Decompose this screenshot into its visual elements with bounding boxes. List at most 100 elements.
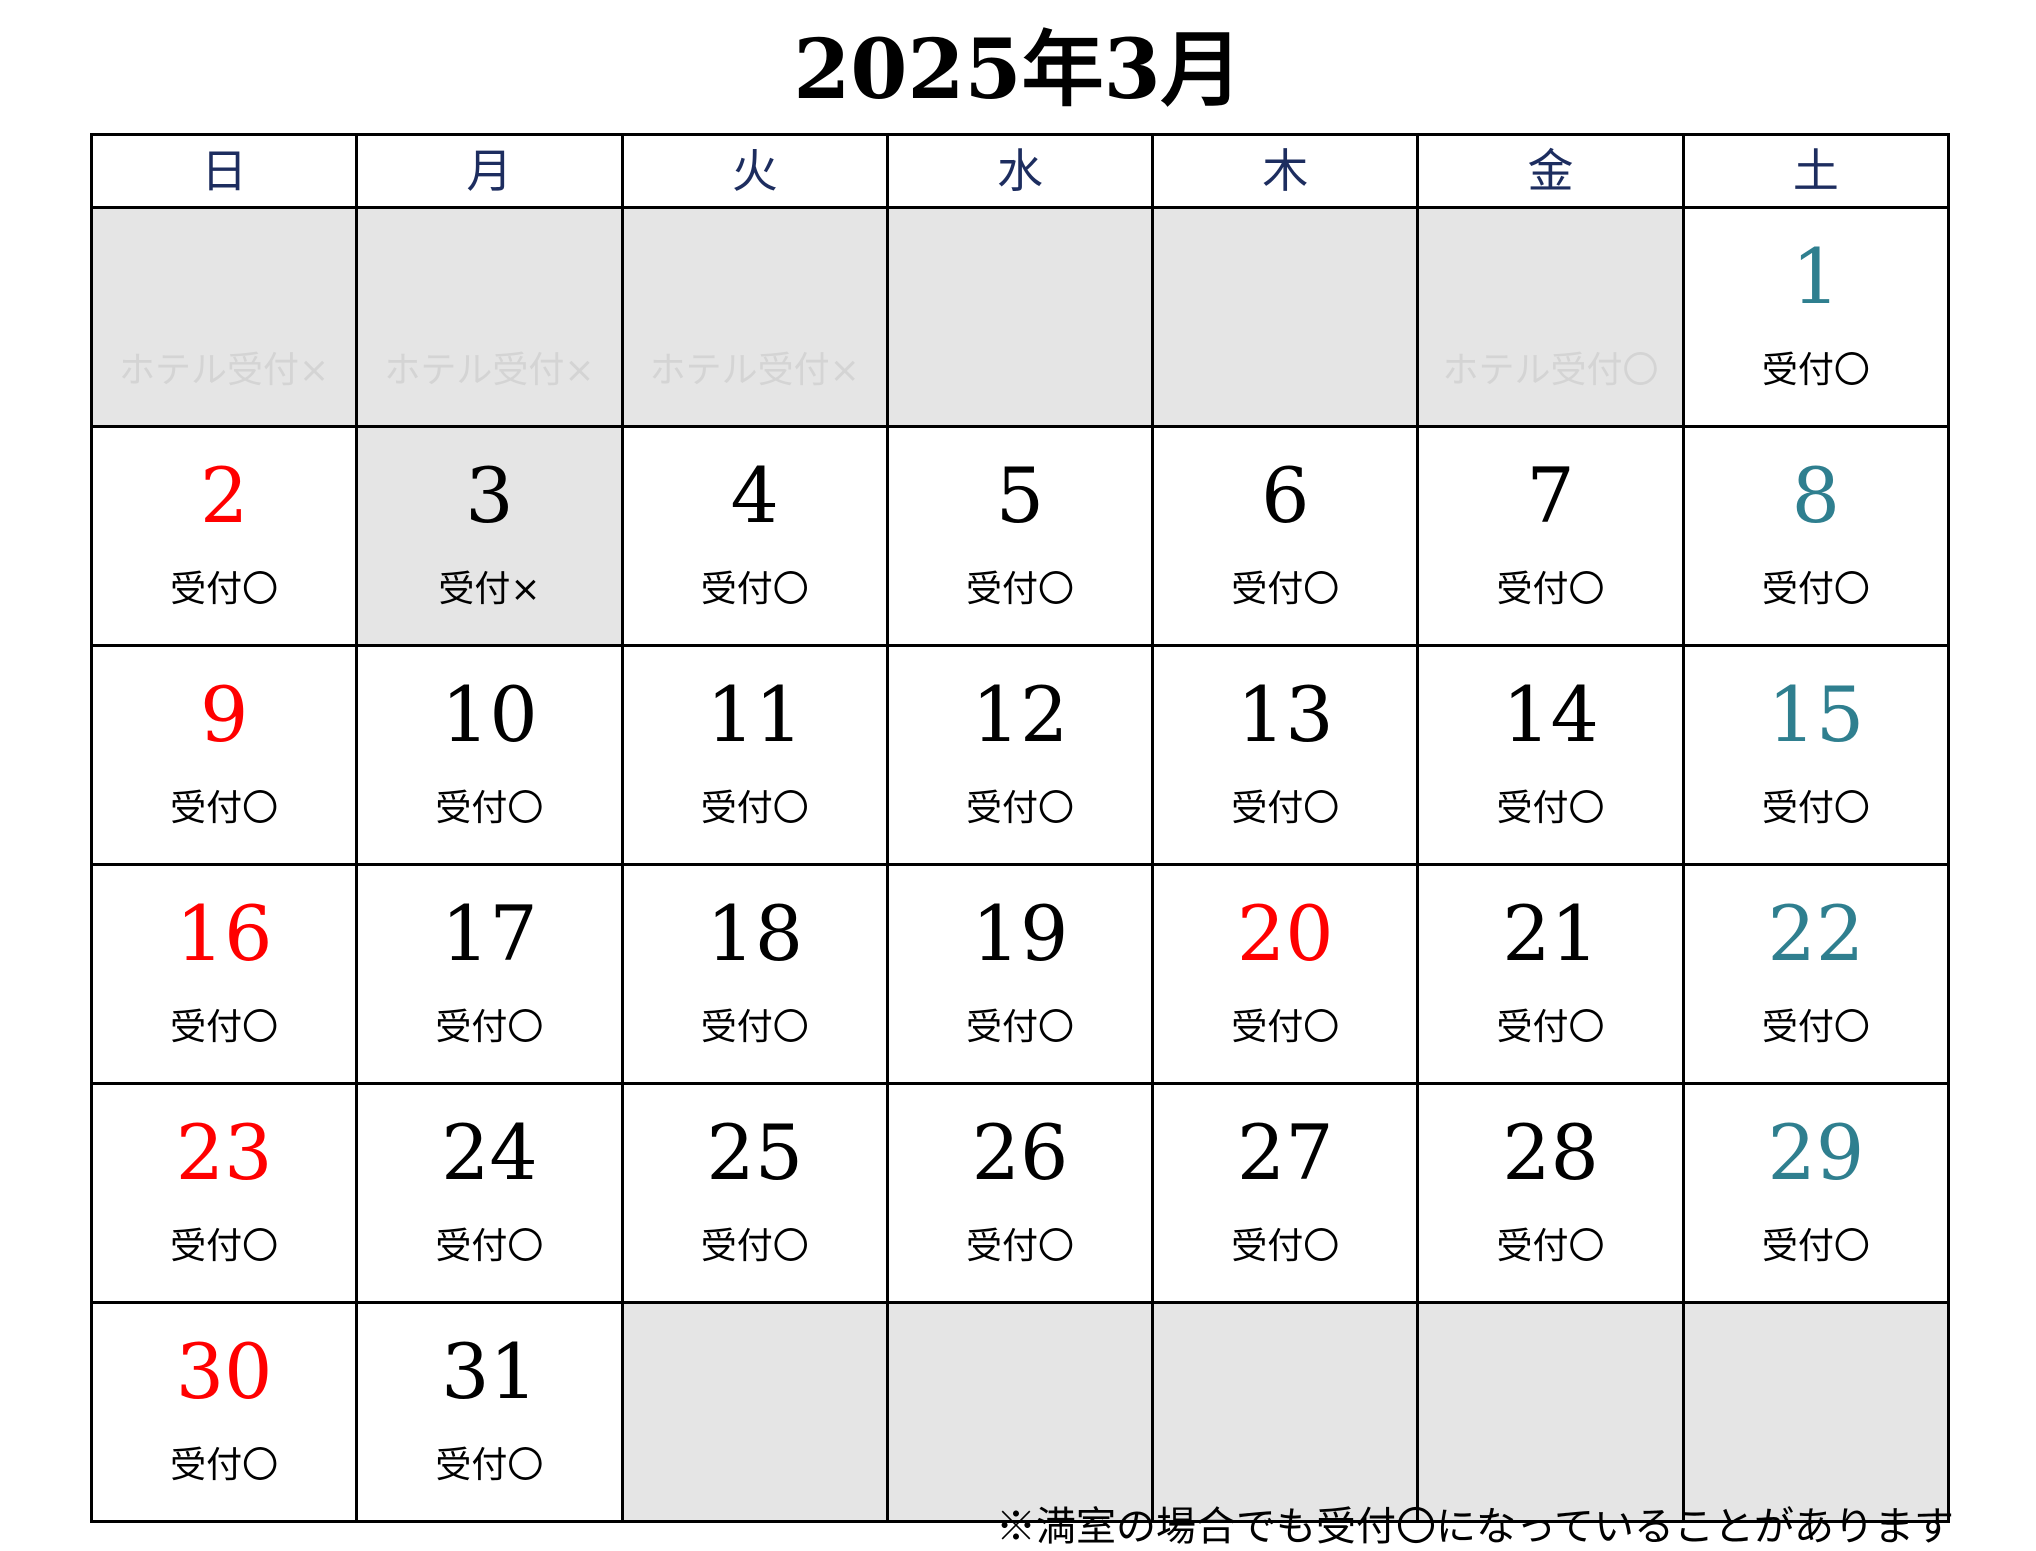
empty-cell: ホテル受付× (89, 206, 359, 428)
reception-status: 受付〇 (1496, 1007, 1605, 1048)
day-number: 17 (441, 889, 538, 978)
empty-cell (1151, 1301, 1420, 1523)
day-number: 7 (1526, 451, 1575, 540)
day-cell-24: 24 受付〇 (355, 1082, 624, 1304)
weekday-wed: 水 (885, 133, 1155, 209)
day-number: 21 (1502, 889, 1599, 978)
day-number: 1 (1791, 232, 1841, 321)
day-cell-14: 14 受付〇 (1416, 644, 1685, 866)
day-number: 29 (1767, 1108, 1865, 1197)
day-cell-27: 27 受付〇 (1151, 1082, 1420, 1304)
day-cell-21: 21 受付〇 (1416, 863, 1685, 1085)
reception-status: 受付〇 (965, 788, 1074, 829)
day-cell-19: 19 受付〇 (885, 863, 1155, 1085)
day-cell-7: 7 受付〇 (1416, 425, 1685, 647)
reception-status: 受付〇 (1496, 1226, 1605, 1267)
reception-status: 受付〇 (1761, 1007, 1870, 1048)
weekday-sun: 日 (89, 133, 359, 209)
empty-cell: ホテル受付× (355, 206, 624, 428)
reception-status: 受付〇 (435, 1445, 544, 1486)
empty-cell: ホテル受付〇 (1416, 206, 1685, 428)
weekday-header-row: 日 月 火 水 木 金 土 (89, 133, 1951, 209)
calendar-grid: 日 月 火 水 木 金 土 ホテル受付× ホテル受付× ホテル受付× ホテル受付… (89, 133, 1951, 1523)
day-number: 19 (971, 889, 1069, 978)
day-number: 18 (706, 889, 804, 978)
day-cell-1: 1 受付〇 (1681, 206, 1951, 428)
day-cell-12: 12 受付〇 (885, 644, 1155, 866)
day-number: 10 (441, 670, 538, 759)
day-number: 9 (199, 670, 249, 759)
reception-status: 受付〇 (965, 569, 1074, 610)
week-row-3: 9 受付〇 10 受付〇 11 受付〇 12 受付〇 13 受付〇 14 受付〇… (89, 644, 1951, 866)
reception-status: 受付〇 (1231, 1007, 1340, 1048)
weekday-mon: 月 (355, 133, 624, 209)
week-row-2: 2 受付〇 3 受付× 4 受付〇 5 受付〇 6 受付〇 7 受付〇 8 受付… (89, 425, 1951, 647)
weekday-thu: 木 (1151, 133, 1420, 209)
empty-cell (885, 206, 1155, 428)
day-number: 30 (175, 1327, 273, 1416)
reception-status: 受付〇 (435, 1007, 544, 1048)
day-number: 14 (1502, 670, 1599, 759)
day-number: 12 (971, 670, 1069, 759)
empty-cell (1416, 1301, 1685, 1523)
day-cell-16: 16 受付〇 (89, 863, 359, 1085)
reception-status: 受付〇 (1231, 1226, 1340, 1267)
reception-status: 受付〇 (965, 1226, 1074, 1267)
weekday-sat: 土 (1681, 133, 1951, 209)
day-cell-15: 15 受付〇 (1681, 644, 1951, 866)
weekday-tue: 火 (620, 133, 889, 209)
day-cell-26: 26 受付〇 (885, 1082, 1155, 1304)
day-cell-11: 11 受付〇 (620, 644, 889, 866)
day-cell-28: 28 受付〇 (1416, 1082, 1685, 1304)
weekday-fri: 金 (1416, 133, 1685, 209)
reception-status: 受付× (438, 569, 541, 610)
day-cell-23: 23 受付〇 (89, 1082, 359, 1304)
reception-status: 受付〇 (1761, 569, 1870, 610)
week-row-1: ホテル受付× ホテル受付× ホテル受付× ホテル受付〇 1 受付〇 (89, 206, 1951, 428)
reception-status: 受付〇 (170, 1007, 279, 1048)
faded-hotel-label: ホテル受付× (649, 350, 860, 391)
day-cell-8: 8 受付〇 (1681, 425, 1951, 647)
day-cell-13: 13 受付〇 (1151, 644, 1420, 866)
day-cell-6: 6 受付〇 (1151, 425, 1420, 647)
footnote: ※満室の場合でも受付〇になっていることがあります (996, 1504, 1954, 1550)
day-number: 2 (199, 451, 249, 540)
day-cell-4: 4 受付〇 (620, 425, 889, 647)
empty-cell (1681, 1301, 1951, 1523)
empty-cell: ホテル受付× (620, 206, 889, 428)
reception-status: 受付〇 (1761, 788, 1870, 829)
reception-status: 受付〇 (1231, 788, 1340, 829)
day-number: 24 (441, 1108, 538, 1197)
day-cell-5: 5 受付〇 (885, 425, 1155, 647)
reception-status: 受付〇 (1496, 788, 1605, 829)
day-number: 16 (175, 889, 273, 978)
day-number: 11 (706, 670, 804, 759)
week-row-5: 23 受付〇 24 受付〇 25 受付〇 26 受付〇 27 受付〇 28 受付… (89, 1082, 1951, 1304)
reception-status: 受付〇 (1231, 569, 1340, 610)
day-number: 20 (1236, 889, 1334, 978)
day-number: 3 (465, 451, 514, 540)
reception-status: 受付〇 (435, 788, 544, 829)
day-number: 26 (971, 1108, 1069, 1197)
day-number: 25 (706, 1108, 804, 1197)
day-number: 23 (175, 1108, 273, 1197)
day-cell-2: 2 受付〇 (89, 425, 359, 647)
day-number: 4 (730, 451, 779, 540)
empty-cell (885, 1301, 1155, 1523)
reception-status: 受付〇 (170, 569, 279, 610)
day-number: 13 (1236, 670, 1334, 759)
reception-status: 受付〇 (170, 1445, 279, 1486)
reception-status: 受付〇 (1761, 1226, 1870, 1267)
reception-status: 受付〇 (435, 1226, 544, 1267)
day-number: 6 (1261, 451, 1310, 540)
day-number: 27 (1236, 1108, 1334, 1197)
reception-status: 受付〇 (700, 1226, 809, 1267)
day-number: 22 (1767, 889, 1865, 978)
day-number: 8 (1791, 451, 1841, 540)
day-cell-17: 17 受付〇 (355, 863, 624, 1085)
empty-cell (1151, 206, 1420, 428)
day-cell-9: 9 受付〇 (89, 644, 359, 866)
reception-status: 受付〇 (965, 1007, 1074, 1048)
week-row-6: 30 受付〇 31 受付〇 (89, 1301, 1951, 1523)
day-cell-3: 3 受付× (355, 425, 624, 647)
